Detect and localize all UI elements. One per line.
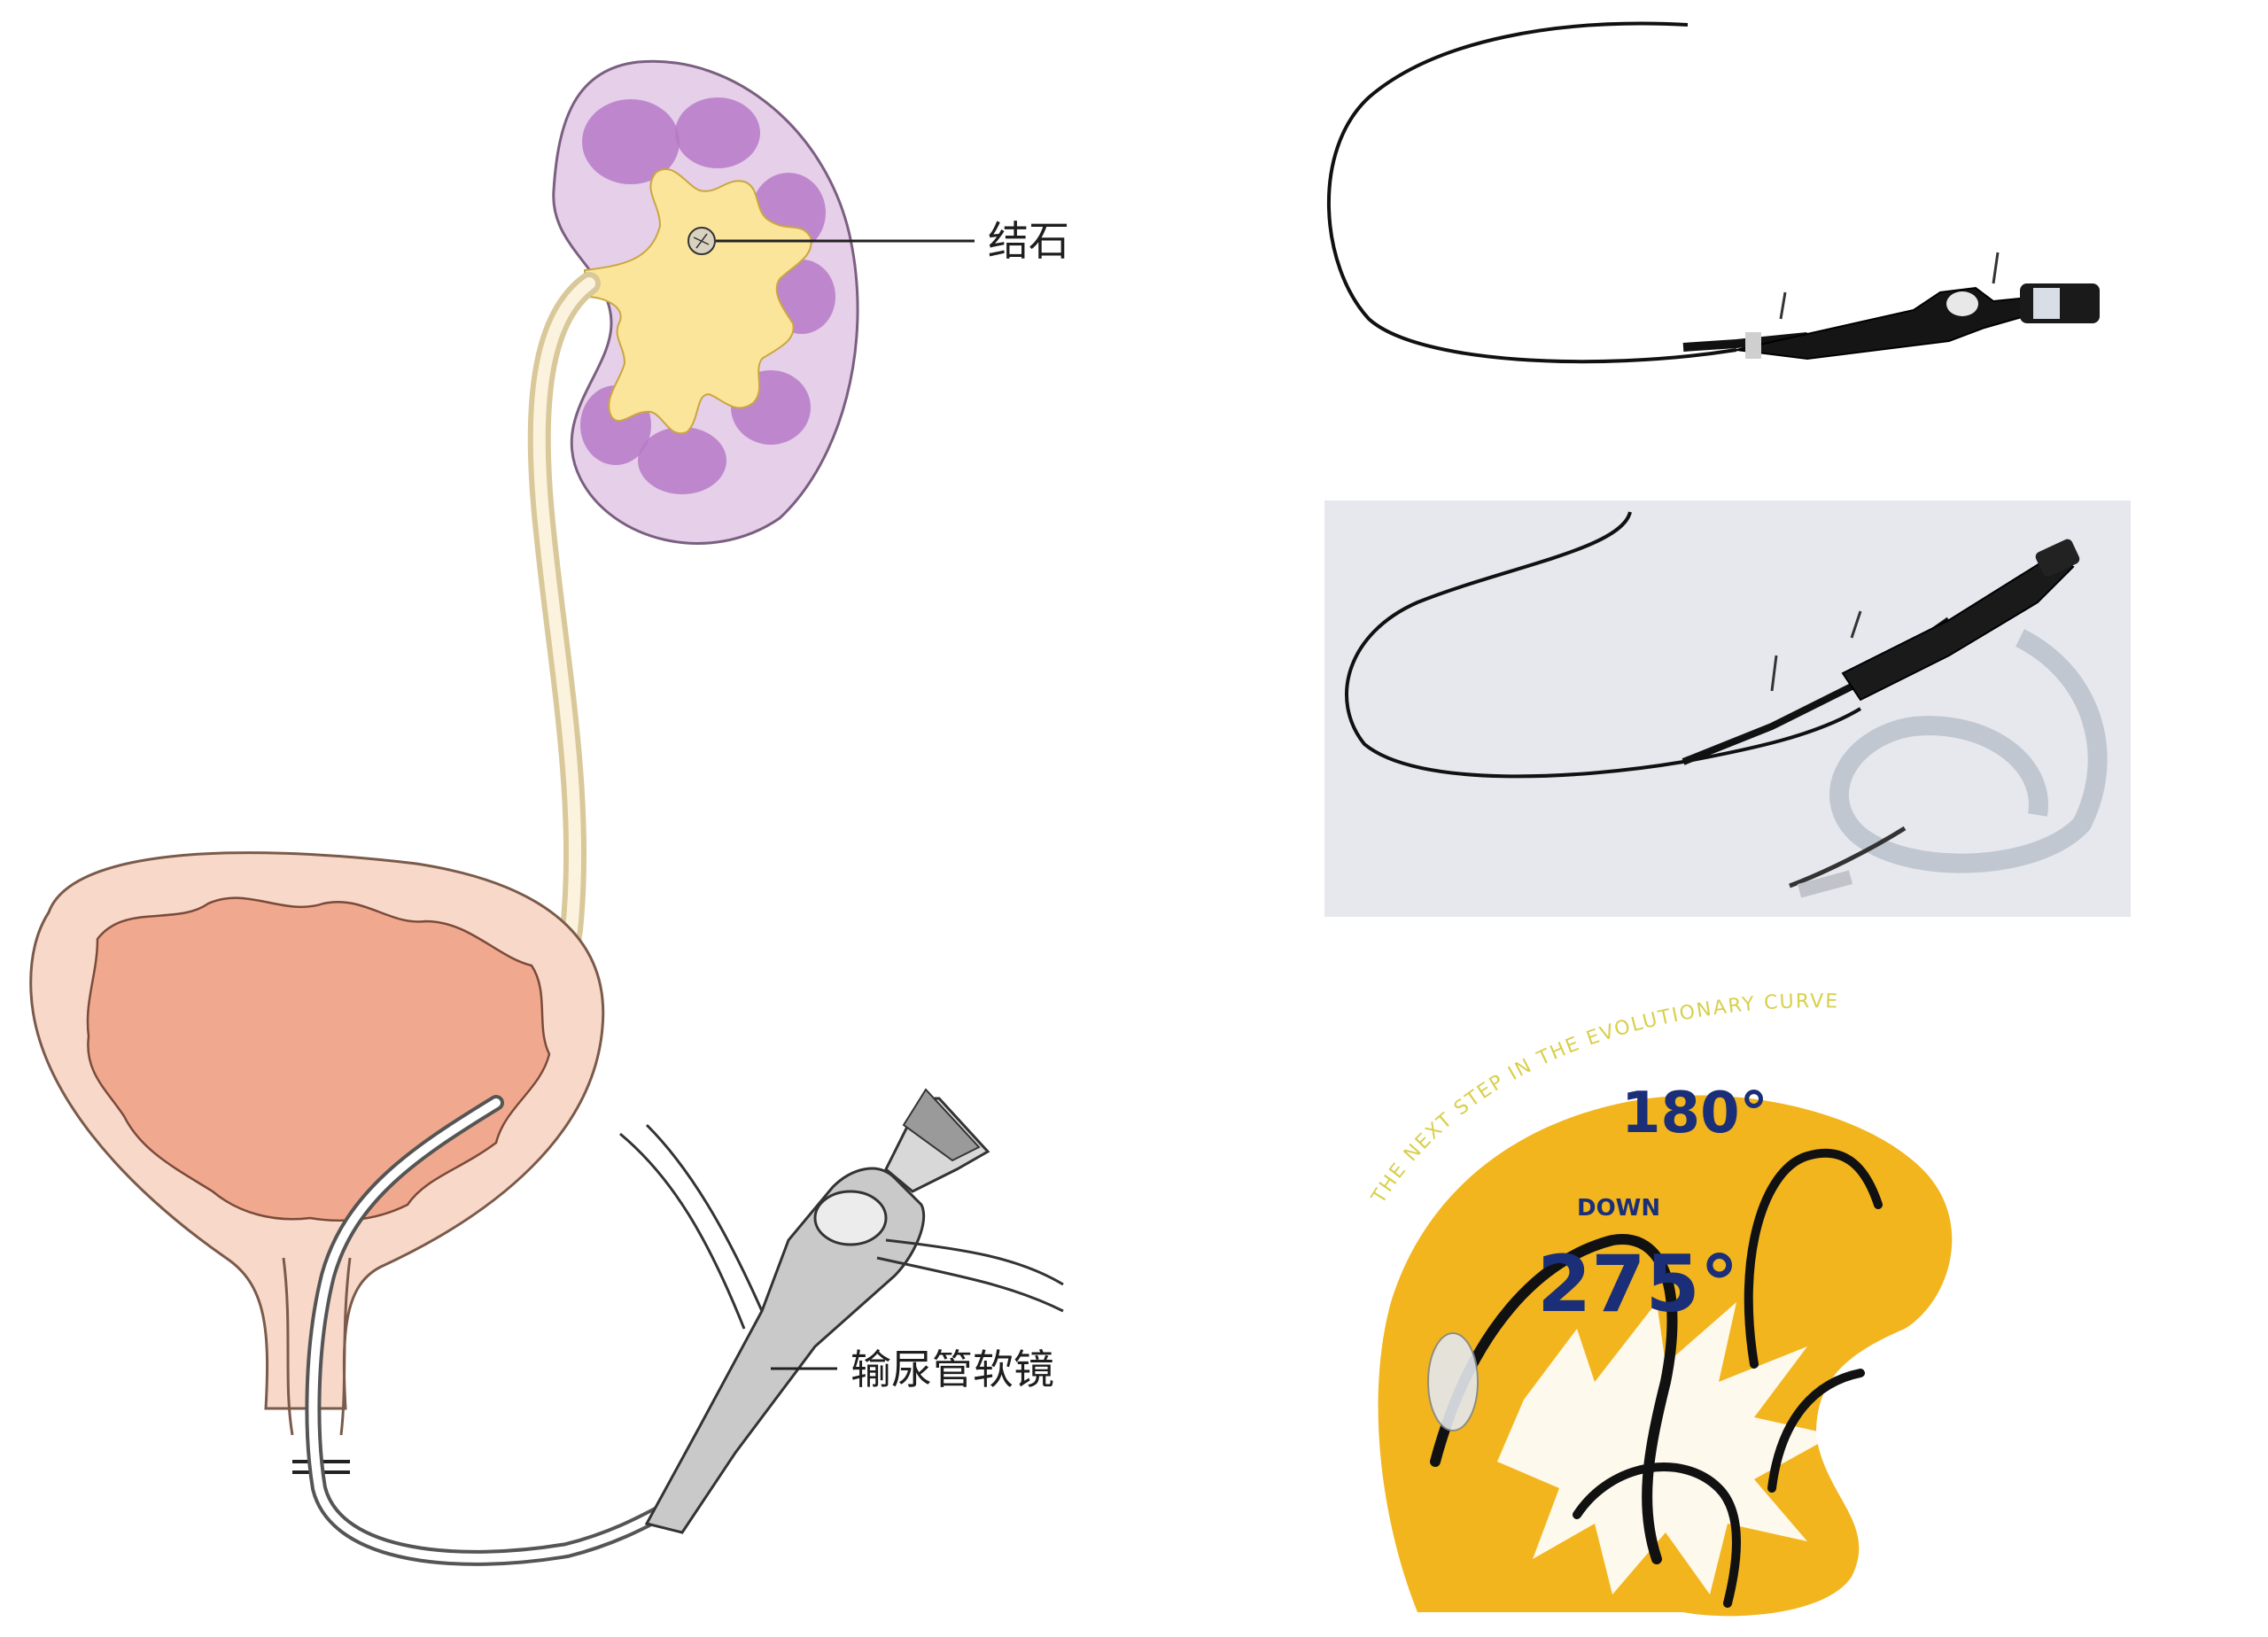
badge-starburst (1497, 1302, 1834, 1594)
badge-angle-down: 275° (1537, 1238, 1739, 1330)
photo-1-background (1324, 9, 2131, 385)
deflection-badge: THE NEXT STEP IN THE EVOLUTIONARY CURVE … (1367, 990, 1953, 1617)
photo-2-tube-coil (1829, 629, 2108, 873)
scope-cable (619, 1132, 746, 1330)
stone-callout: 结石 (716, 217, 1069, 265)
scope-cable (645, 1123, 764, 1312)
photo-1-lever (1779, 291, 1787, 320)
photo-2-cable (1345, 511, 1862, 779)
scope-callout: 输尿管软镜 (771, 1346, 1054, 1393)
renal-pelvis (583, 167, 812, 435)
scope-cable (885, 1238, 1064, 1286)
scope-photo-2 (1324, 500, 2131, 917)
photo-2-lever (1850, 610, 1862, 639)
badge-down-label: DOWN (1577, 1195, 1660, 1222)
scope-handle-ring (813, 1190, 888, 1246)
photo-2-lever (1770, 655, 1778, 692)
scope-photo-1 (1324, 9, 2131, 385)
kidney (552, 59, 859, 545)
badge-balloon (1427, 1332, 1479, 1431)
scope-eyepiece-cup (902, 1088, 981, 1162)
anatomy-illustration: 结石 输尿管软镜 (29, 59, 1069, 1566)
scope-handle-body (644, 1167, 926, 1534)
stone-label: 结石 (988, 217, 1069, 265)
scope-cable (876, 1256, 1064, 1313)
kidney-pyramid (675, 97, 760, 168)
scope-handle (619, 1088, 1064, 1534)
photo-1-cable (1327, 21, 1737, 364)
scope-shaft-inner (308, 1098, 678, 1563)
kidney-pyramid (638, 427, 726, 494)
kidney-stone-texture (693, 233, 710, 249)
photo-2-eyepiece (2035, 539, 2080, 577)
photo-1-collar (1745, 332, 1761, 359)
kidney-pyramid (582, 99, 680, 184)
scope-label: 输尿管软镜 (850, 1346, 1054, 1393)
badge-scope-tip (1573, 1462, 1741, 1608)
badge-scope-tip (1744, 1148, 1883, 1369)
photo-1-lever (1992, 252, 2000, 284)
photo-2-tube-end (1789, 826, 1907, 888)
photo-1-band (2033, 288, 2060, 319)
urethra (282, 1257, 352, 1436)
photo-1-badge (1946, 291, 1978, 316)
photo-2-handle (1841, 552, 2075, 702)
photo-2-background (1324, 500, 2131, 917)
badge-scope-tip (1767, 1369, 1865, 1493)
badge-angle-up: 180° (1621, 1081, 1768, 1146)
photo-2-connector (1797, 870, 1853, 898)
